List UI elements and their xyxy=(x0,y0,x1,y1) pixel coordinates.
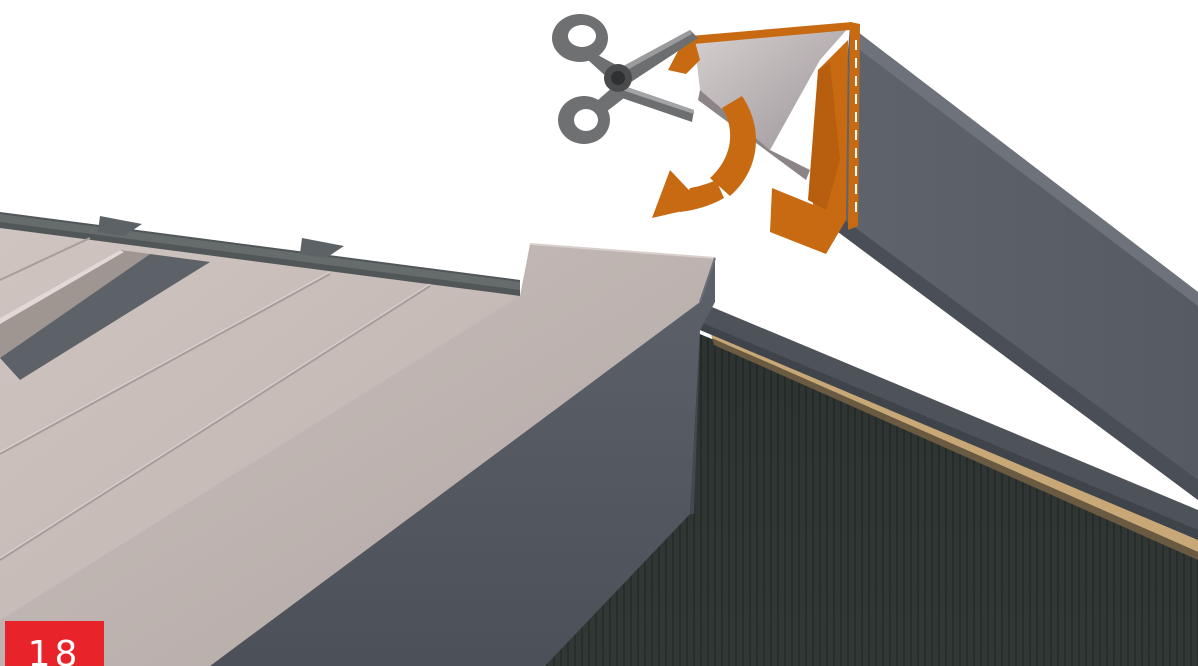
curved-arrow-icon xyxy=(652,96,756,218)
step-number-badge: 18 xyxy=(5,621,104,666)
step-number-label: 18 xyxy=(5,635,104,666)
scissors-icon xyxy=(552,14,698,144)
